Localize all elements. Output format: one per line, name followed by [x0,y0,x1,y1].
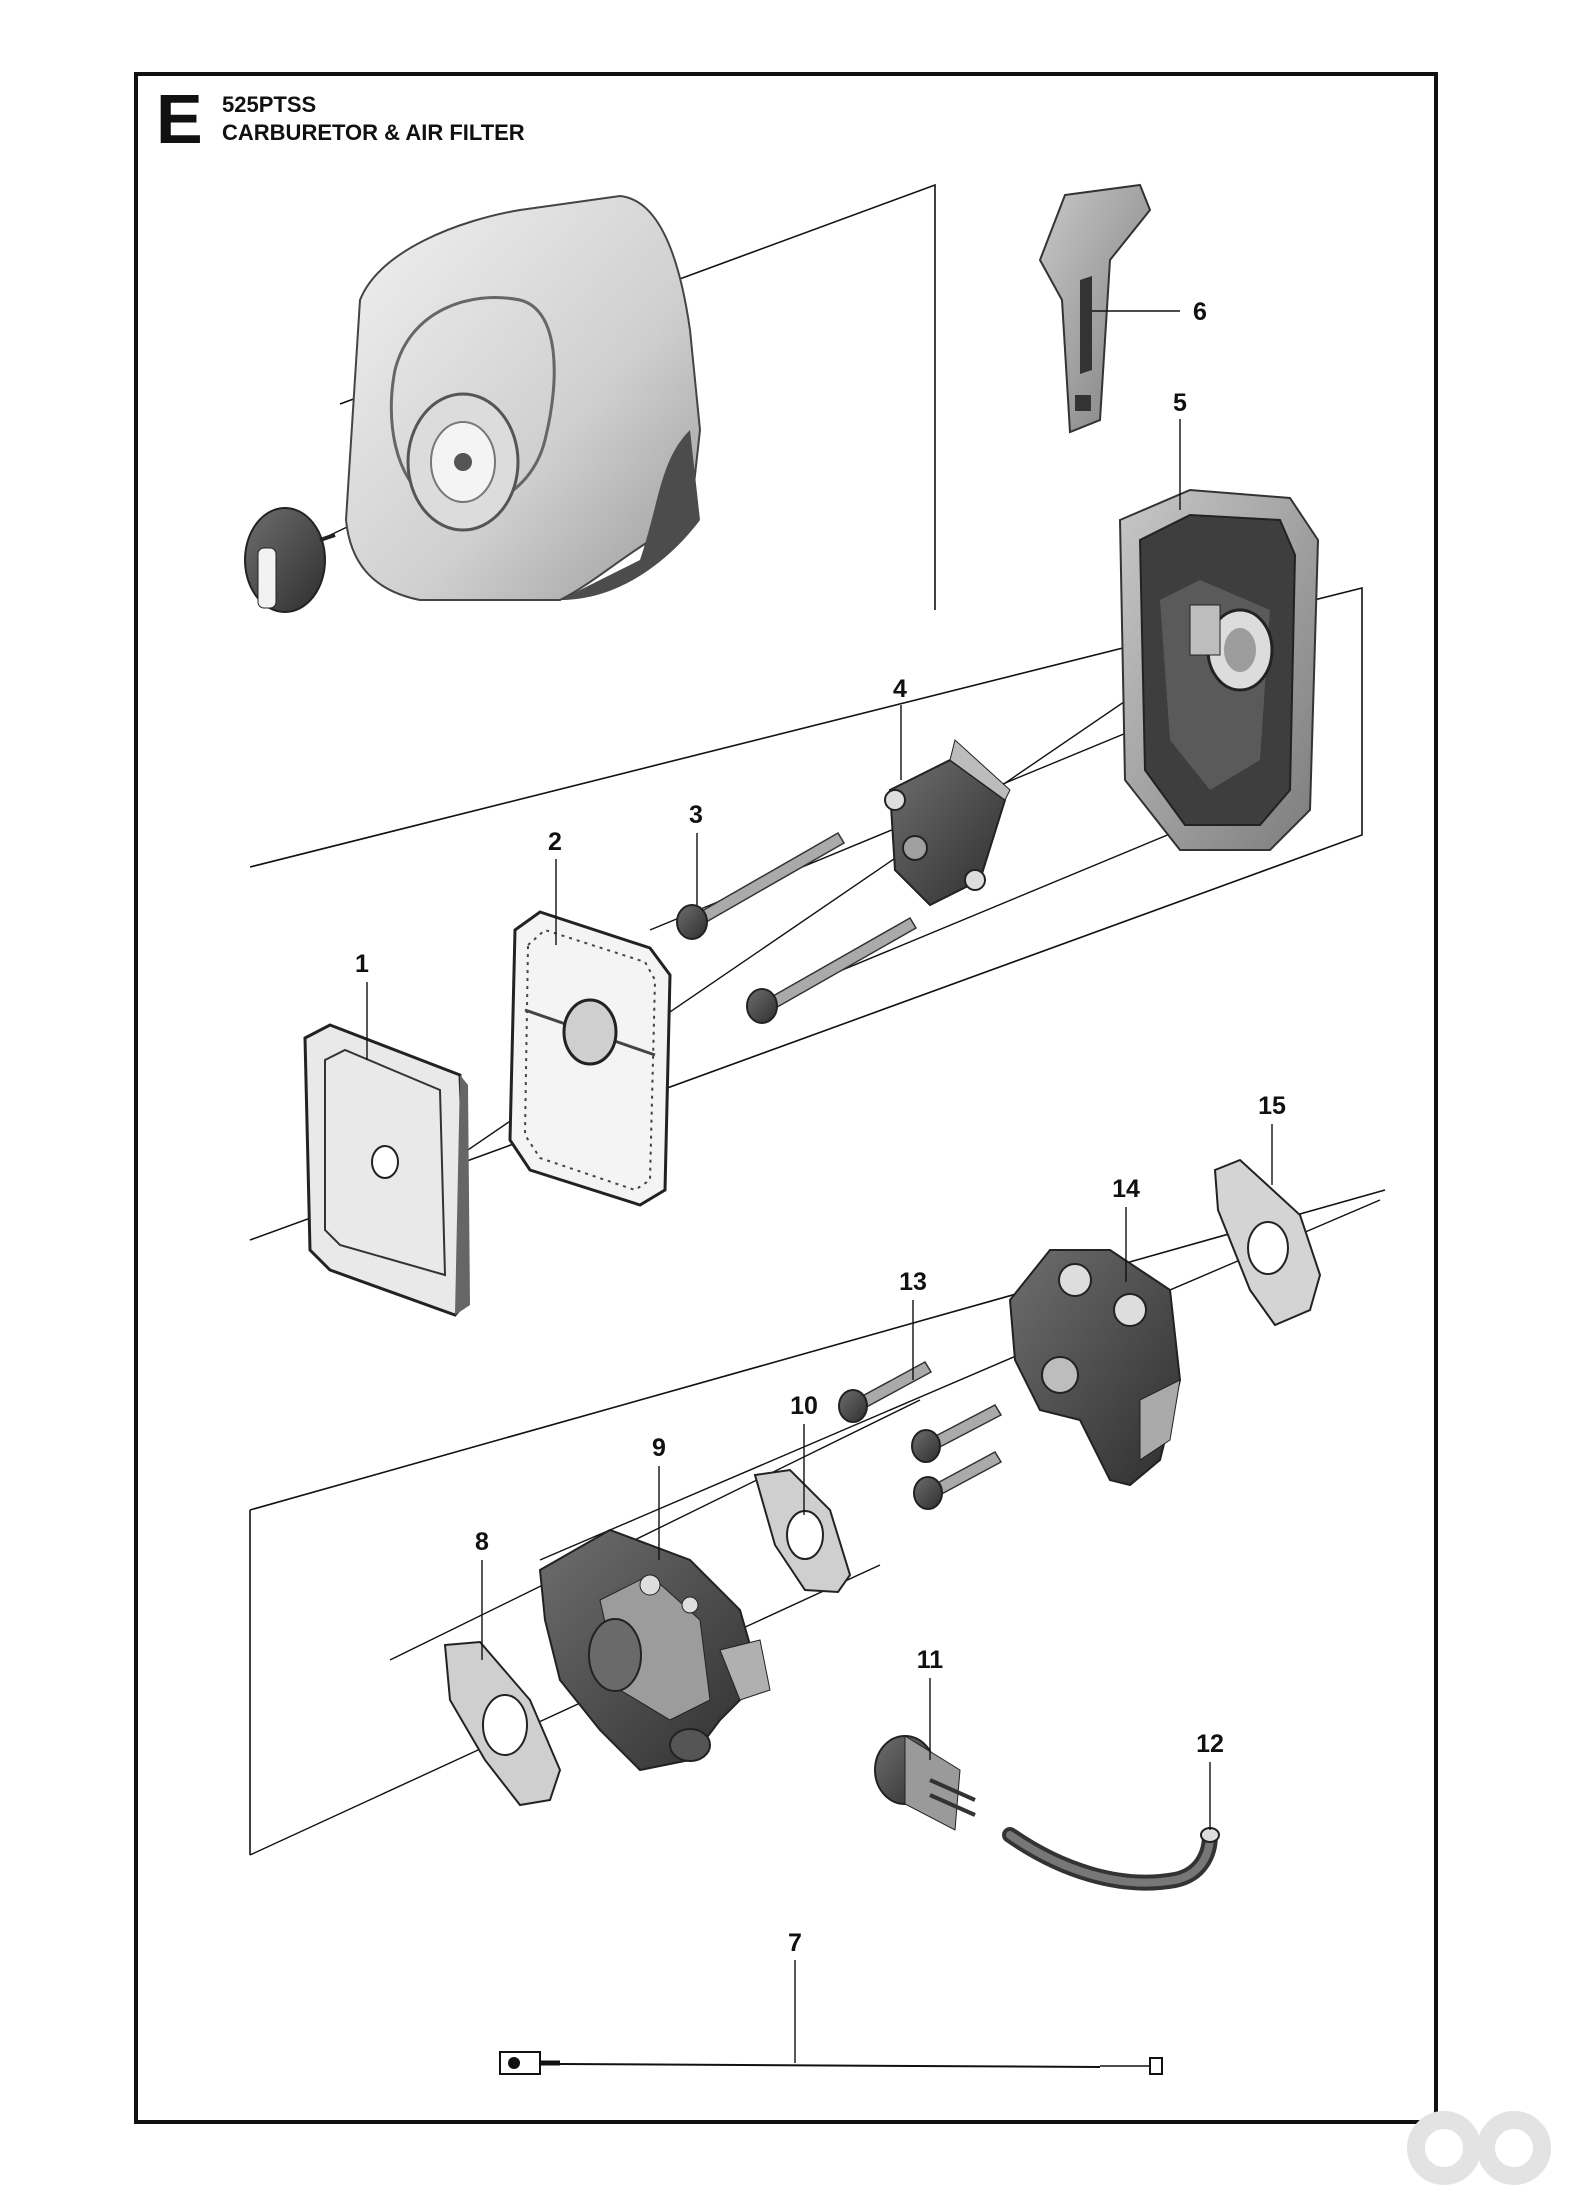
part-15-gasket [1213,1158,1322,1327]
model-number: 525PTSS [222,92,317,117]
part-5-air-filter-housing [1118,488,1320,851]
callout-15: 15 [1258,1092,1286,1120]
callout-14: 14 [1112,1175,1140,1203]
callout-8: 8 [475,1528,489,1556]
part-6-choke-lever [1038,183,1152,434]
part-2-air-filter-element [508,910,672,1207]
part-11-fuel-filter [874,1735,976,1831]
part-14-intake-adapter [1008,1249,1182,1487]
callout-13: 13 [899,1268,927,1296]
callout-1: 1 [355,950,369,978]
callout-5: 5 [1173,389,1187,417]
air-filter-cover [344,194,702,601]
callout-3: 3 [689,801,703,829]
callout-6: 6 [1193,298,1207,326]
callout-7: 7 [788,1929,802,1957]
callout-11: 11 [917,1646,944,1674]
page-border [134,72,1438,2124]
callout-leader-lines [366,310,1273,2063]
part-7-throttle-cable [499,2051,1163,2075]
callout-4: 4 [893,675,907,703]
callout-numbers: 1 2 3 4 5 6 7 8 9 10 11 12 13 14 15 [355,298,1286,1957]
callout-10: 10 [790,1392,818,1420]
part-1-base-plate [303,1023,470,1317]
cover-knob [244,507,336,613]
watermark-logo [1407,2111,1551,2185]
callout-9: 9 [652,1434,666,1462]
assembly-guide-frames [249,183,1386,1855]
part-10-gasket [753,1468,852,1594]
part-3-screws [676,831,918,1024]
part-8-gasket [443,1640,562,1807]
callout-2: 2 [548,828,562,856]
part-9-carburetor [538,1528,771,1772]
diagram-title: CARBURETOR & AIR FILTER [222,120,525,145]
part-4-choke-bracket [884,739,1011,907]
part-13-screws [838,1360,1003,1510]
part-12-fuel-hose [1002,1827,1220,1891]
callout-12: 12 [1196,1730,1224,1758]
section-letter: E [156,80,203,158]
